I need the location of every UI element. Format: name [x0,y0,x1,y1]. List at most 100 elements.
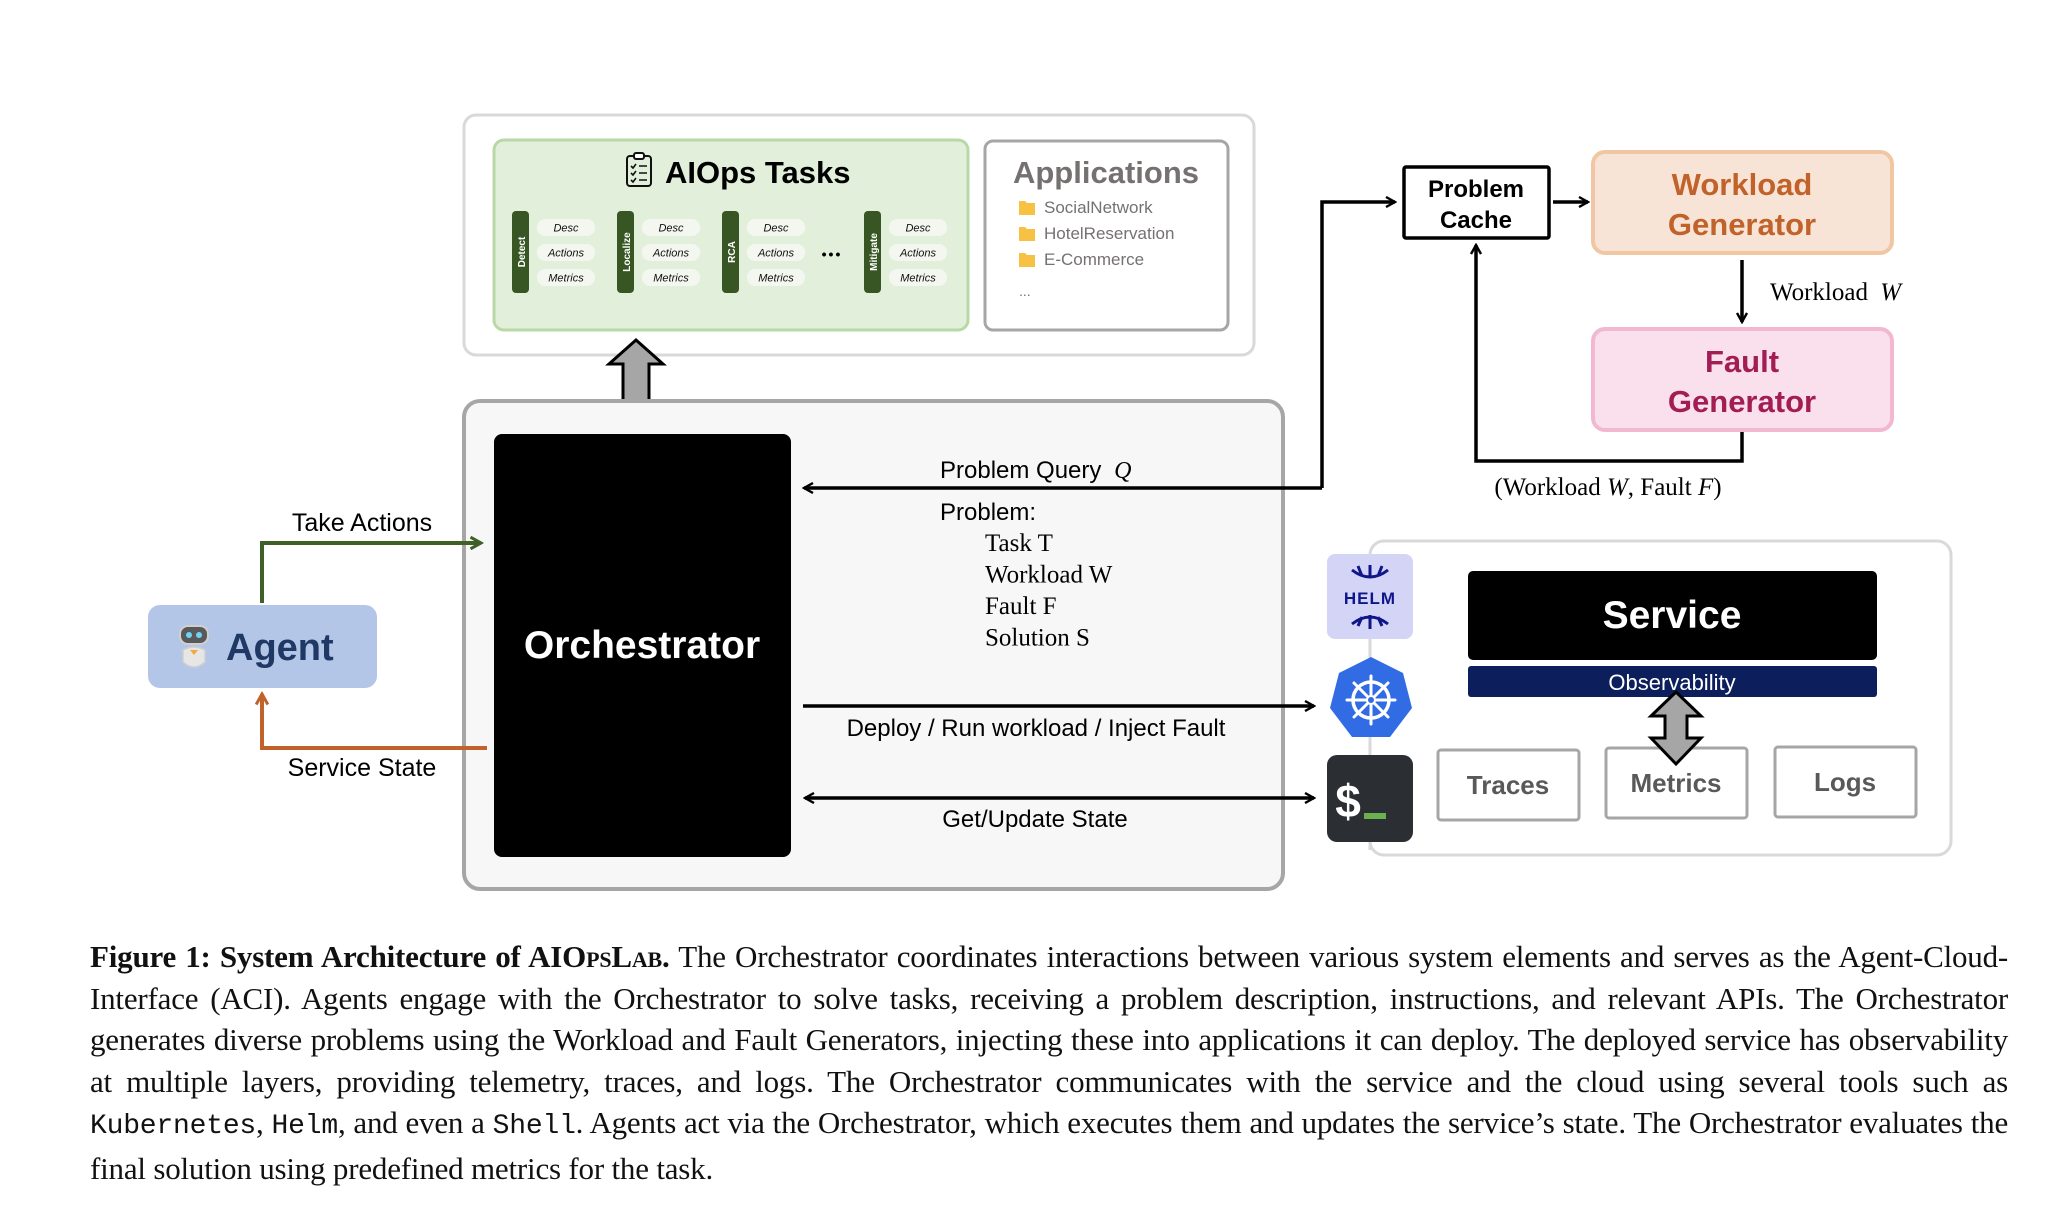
take-actions-label: Take Actions [292,509,432,537]
fault-to-cache-arrow [1476,245,1744,463]
caption-name-d: ab [631,939,663,974]
shell-terminal-icon[interactable]: $ [1327,755,1413,842]
workload-generator-line1: Workload [1672,167,1813,202]
caption-label: Figure 1: System Architecture of [90,939,529,974]
agent-box[interactable]: Agent [148,605,377,688]
workload-w-text: Workload [1770,279,1868,306]
caption-name-c: L [611,939,632,974]
task-field-desc: Desc [905,223,931,235]
task-field-actions: Actions [757,248,795,260]
telemetry-label: Traces [1467,770,1549,800]
service-box[interactable]: Service [1468,571,1877,660]
task-field-actions: Actions [547,248,585,260]
applications-more: ... [1019,283,1031,299]
task-field-desc: Desc [553,223,579,235]
task-bar [864,211,881,293]
task-field-metrics: Metrics [548,273,584,285]
task-field-pill [747,219,805,236]
robot-icon [179,625,209,668]
service-state-label: Service State [288,754,437,782]
fault-generator-line1: Fault [1705,344,1779,379]
problem-query-symbol: Q [1114,458,1131,484]
workload-w-label: Workload W [1770,279,1903,306]
service-state-arrow [262,694,487,750]
task-field-metrics: Metrics [653,273,689,285]
caption-code-shell: Shell [492,1111,576,1143]
task-field-desc: Desc [763,223,789,235]
caption-code-kubernetes: Kubernetes [90,1111,257,1143]
task-bar [722,211,739,293]
problem-cache-line2: Cache [1440,207,1512,234]
service-label: Service [1603,594,1742,637]
caption-text-1: The Orchestrator coordinates interaction… [90,939,2009,1099]
task-field-actions: Actions [652,248,690,260]
application-name: SocialNetwork [1044,198,1153,217]
workload-generator-box[interactable]: Workload Generator [1591,150,1894,255]
application-item[interactable]: E-Commerce [1019,250,1144,269]
caption-title: Figure 1: System Architecture of AIOpsLa… [90,939,670,974]
orchestrator-box[interactable] [494,434,791,857]
helm-icon[interactable]: HELM [1327,554,1413,639]
telemetry-metrics[interactable]: Metrics [1604,746,1749,820]
task-field-metrics: Metrics [900,273,936,285]
shell-cursor [1364,813,1386,819]
application-item[interactable]: SocialNetwork [1019,198,1153,217]
folder-icon [1019,253,1035,267]
clipboard-checklist-icon [626,152,652,187]
telemetry-traces[interactable]: Traces [1436,748,1581,822]
fault-generator-line2: Generator [1668,384,1816,419]
get-update-state-label: Get/Update State [942,806,1127,833]
tuple-w: W [1607,474,1630,501]
workload-fault-tuple-label: (Workload W, Fault F) [1494,474,1721,501]
tuple-close: ) [1713,474,1721,501]
observability-label: Observability [1608,670,1735,695]
task-field-pill [537,244,595,261]
deploy-label: Deploy / Run workload / Inject Fault [847,715,1226,742]
observability-bar[interactable]: Observability [1468,666,1877,697]
task-bar [617,211,634,293]
task-field-pill [642,269,700,286]
problem-item: Fault F [985,593,1057,620]
caption-name-end: . [662,939,670,974]
aiops-tasks-title: AIOps Tasks [665,155,851,190]
problem-cache-line1: Problem [1428,176,1524,203]
task-name: Mitigate [869,233,880,271]
task-field-desc: Desc [658,223,684,235]
workload-w-symbol: W [1880,279,1903,306]
caption-name-a: AIO [528,939,587,974]
kubernetes-icon[interactable] [1330,657,1412,737]
task-field-metrics: Metrics [758,273,794,285]
problem-query-text: Problem Query [940,457,1101,484]
problem-item: Solution S [985,625,1090,652]
applications-title: Applications [1013,155,1199,190]
task-field-pill [747,244,805,261]
telemetry-logs[interactable]: Logs [1773,745,1918,819]
helm-label: HELM [1344,589,1396,608]
caption-code-helm: Helm [271,1111,339,1143]
problem-cache-box[interactable]: Problem Cache [1402,165,1551,240]
fault-generator-box[interactable]: Fault Generator [1591,327,1894,432]
telemetry-label: Metrics [1630,768,1721,798]
application-item[interactable]: HotelReservation [1019,224,1174,243]
tasks-ellipsis: ••• [822,246,843,262]
task-field-pill [537,269,595,286]
agent-label: Agent [226,627,334,669]
problem-item: Task T [985,530,1053,557]
problem-item: Workload W [985,562,1113,589]
task-name: Detect [517,236,528,267]
take-actions-arrow [260,543,481,603]
figure-caption: Figure 1: System Architecture of AIOpsLa… [90,936,2008,1190]
workload-generator-line2: Generator [1668,207,1816,242]
task-field-pill [747,269,805,286]
folder-icon [1019,201,1035,215]
orchestrator-to-cache-arrow [1320,202,1395,488]
task-name: Localize [622,232,633,272]
aiops-tasks-panel: AIOps Tasks DetectDescActionsMetricsLoca… [492,138,970,332]
tuple-f: F [1697,474,1714,501]
task-bar [512,211,529,293]
